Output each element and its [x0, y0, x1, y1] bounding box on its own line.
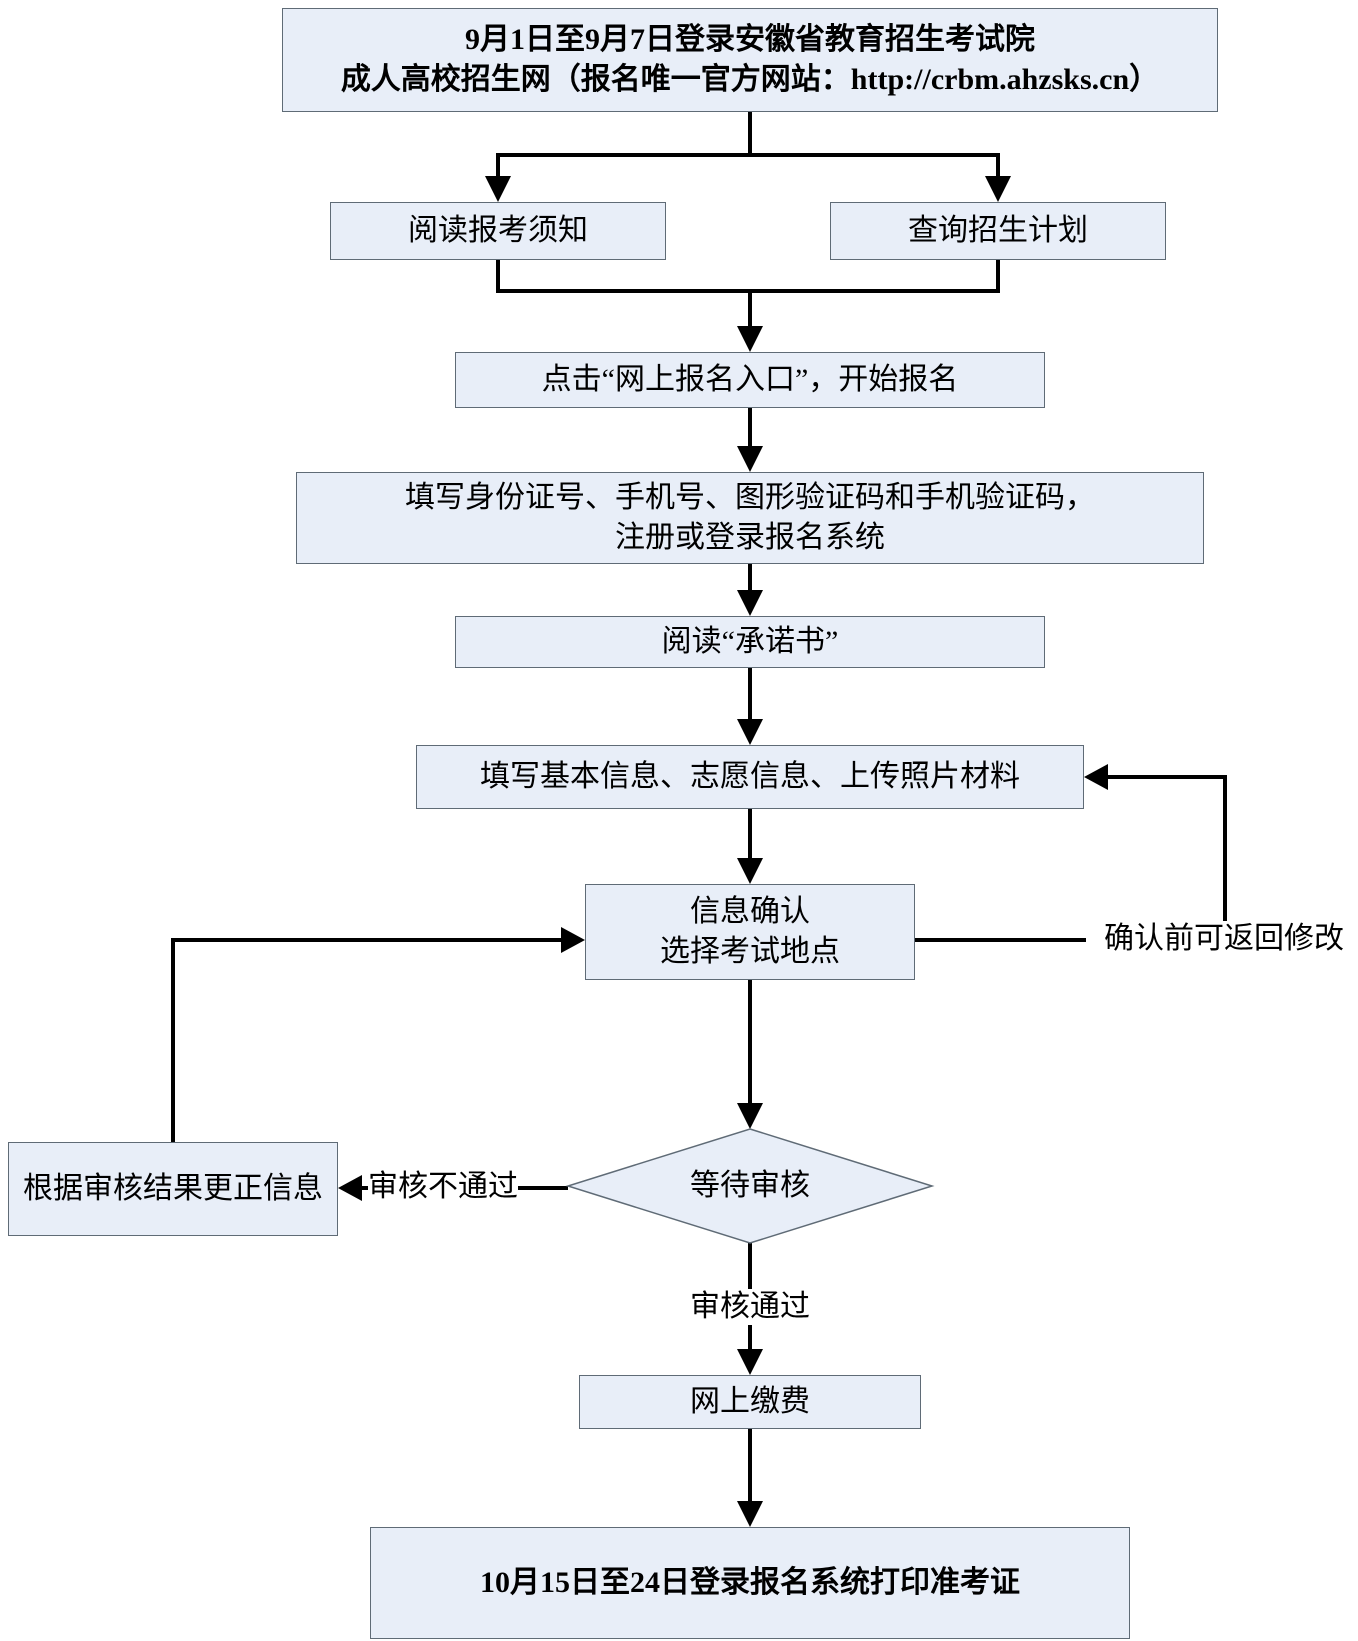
edge-label-review-fail: 审核不通过: [368, 1169, 518, 1205]
node-fill-info-label: 填写基本信息、志愿信息、上传照片材料: [480, 760, 1020, 794]
node-query-plan-label: 查询招生计划: [908, 214, 1088, 248]
node-click-entry-label: 点击“网上报名入口”，开始报名: [541, 363, 959, 397]
node-correct-info-label: 根据审核结果更正信息: [23, 1172, 323, 1206]
node-start: 9月1日至9月7日登录安徽省教育招生考试院 成人高校招生网（报名唯一官方网站：h…: [282, 8, 1218, 112]
node-query-plan: 查询招生计划: [830, 202, 1166, 260]
connector-join-bar: [496, 260, 1000, 293]
arrowhead-into-fill-info: [737, 719, 763, 745]
connector-split-bar: [496, 153, 1000, 178]
node-register-line2: 注册或登录报名系统: [615, 521, 885, 554]
connector-return-modify-loop: [915, 775, 1227, 942]
node-correct-info: 根据审核结果更正信息: [8, 1142, 338, 1236]
node-pay-label: 网上缴费: [690, 1385, 810, 1419]
arrowhead-into-query-plan: [985, 176, 1011, 202]
arrowhead-into-click-entry: [737, 326, 763, 352]
node-confirm: 信息确认 选择考试地点: [585, 884, 915, 980]
node-confirm-line2: 选择考试地点: [660, 935, 840, 968]
node-print-label: 10月15日至24日登录报名系统打印准考证: [480, 1566, 1020, 1600]
arrowhead-into-confirm: [737, 858, 763, 884]
arrowhead-correct-into-confirm: [561, 927, 585, 953]
arrowhead-into-read-notice: [485, 176, 511, 202]
edge-label-review-pass: 审核通过: [680, 1289, 820, 1325]
node-wait-review-shape: [565, 1128, 935, 1244]
arrowhead-into-pay: [737, 1349, 763, 1375]
node-start-line1: 9月1日至9月7日登录安徽省教育招生考试院: [465, 23, 1035, 57]
node-wait-review-label: 等待审核: [690, 1169, 810, 1202]
node-register-line1: 填写身份证号、手机号、图形验证码和手机验证码，: [405, 481, 1095, 515]
node-confirm-line1: 信息确认: [690, 895, 810, 929]
node-read-promise: 阅读“承诺书”: [455, 616, 1045, 668]
arrowhead-into-read-promise: [737, 590, 763, 616]
edge-label-can-return: 确认前可返回修改: [1086, 921, 1358, 957]
node-pay: 网上缴费: [579, 1375, 921, 1429]
node-read-notice: 阅读报考须知: [330, 202, 666, 260]
arrowhead-into-register: [737, 446, 763, 472]
arrowhead-back-into-fill-info: [1084, 764, 1108, 790]
node-start-line2: 成人高校招生网（报名唯一官方网站：http://crbm.ahzsks.cn）: [340, 63, 1160, 96]
arrowhead-into-print: [737, 1501, 763, 1527]
node-fill-info: 填写基本信息、志愿信息、上传照片材料: [416, 745, 1084, 809]
node-read-notice-label: 阅读报考须知: [408, 214, 588, 248]
arrowhead-into-wait-review: [737, 1103, 763, 1129]
node-read-promise-label: 阅读“承诺书”: [661, 625, 839, 659]
node-click-entry: 点击“网上报名入口”，开始报名: [455, 352, 1045, 408]
connector-correct-confirm: [171, 938, 561, 1142]
arrowhead-into-correct-info: [338, 1175, 362, 1201]
node-register: 填写身份证号、手机号、图形验证码和手机验证码， 注册或登录报名系统: [296, 472, 1204, 564]
node-print: 10月15日至24日登录报名系统打印准考证: [370, 1527, 1130, 1639]
